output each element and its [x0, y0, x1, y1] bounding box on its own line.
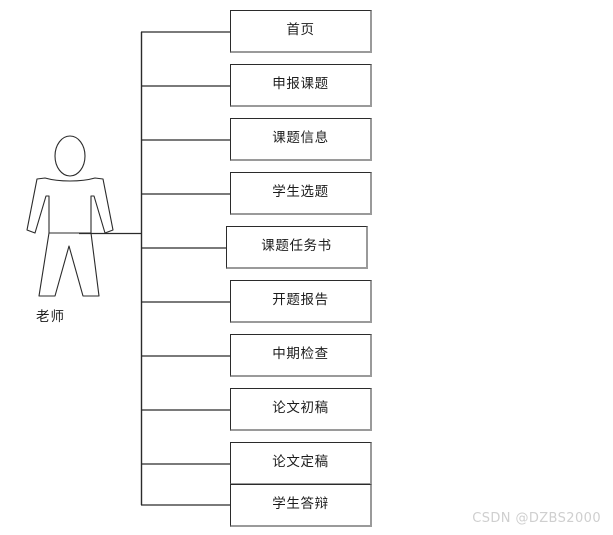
csdn-watermark: CSDN @DZBS2000	[472, 511, 601, 526]
node-label-student-topic-selection: 学生选题	[272, 184, 329, 201]
node-label-thesis-draft: 论文初稿	[272, 400, 329, 417]
node-box-thesis-final[interactable]: 论文定稿	[230, 442, 372, 485]
actor-legs	[38, 232, 100, 297]
node-box-opening-report[interactable]: 开题报告	[230, 280, 372, 323]
node-box-thesis-draft[interactable]: 论文初稿	[230, 388, 372, 431]
node-label-thesis-final: 论文定稿	[272, 454, 329, 471]
node-label-apply-topic: 申报课题	[272, 76, 329, 93]
node-label-midterm-check: 中期检查	[272, 346, 329, 363]
actor-torso-arms	[26, 177, 114, 234]
node-box-student-topic-selection[interactable]: 学生选题	[230, 172, 372, 215]
node-box-topic-info[interactable]: 课题信息	[230, 118, 372, 161]
node-label-topic-info: 课题信息	[272, 130, 329, 147]
node-label-home: 首页	[286, 22, 315, 39]
node-box-apply-topic[interactable]: 申报课题	[230, 64, 372, 107]
node-label-opening-report: 开题报告	[272, 292, 329, 309]
node-box-student-defense[interactable]: 学生答辩	[230, 484, 372, 527]
node-box-midterm-check[interactable]: 中期检查	[230, 334, 372, 377]
node-box-home[interactable]: 首页	[230, 10, 372, 53]
actor-label: 老师	[36, 309, 65, 325]
node-box-topic-task-book[interactable]: 课题任务书	[226, 226, 368, 269]
actor-head	[54, 135, 86, 177]
node-label-topic-task-book: 课题任务书	[261, 238, 332, 255]
node-label-student-defense: 学生答辩	[272, 496, 329, 513]
